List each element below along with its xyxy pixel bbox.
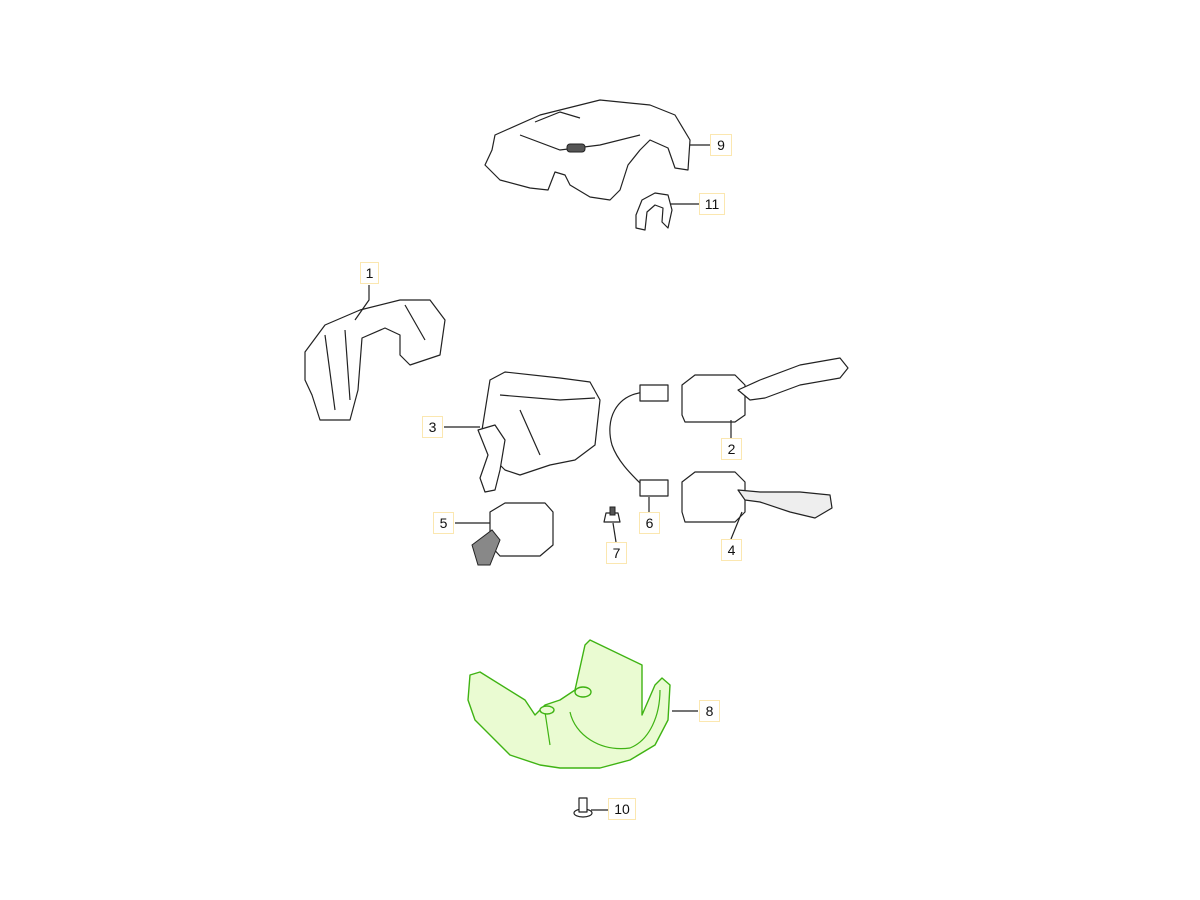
part-3-lock-housing[interactable] bbox=[477, 371, 601, 493]
callout-label-10[interactable]: 10 bbox=[608, 798, 636, 820]
part-7-screw[interactable] bbox=[603, 506, 621, 523]
callout-label-3[interactable]: 3 bbox=[422, 416, 443, 438]
part-5-switch[interactable] bbox=[471, 502, 554, 566]
callout-label-8[interactable]: 8 bbox=[699, 700, 720, 722]
part-4-stalk-switch[interactable] bbox=[681, 471, 833, 523]
callout-label-1[interactable]: 1 bbox=[360, 262, 379, 284]
part-11-trim[interactable] bbox=[635, 192, 673, 231]
part-2-stalk-switch[interactable] bbox=[681, 357, 849, 423]
part-10-screw[interactable] bbox=[573, 797, 593, 818]
callout-label-5[interactable]: 5 bbox=[433, 512, 454, 534]
callout-label-4[interactable]: 4 bbox=[721, 539, 742, 561]
callout-label-11[interactable]: 11 bbox=[699, 193, 725, 215]
callout-label-2[interactable]: 2 bbox=[721, 438, 742, 460]
leader-lines bbox=[354, 144, 743, 811]
part-9-upper-cover[interactable] bbox=[484, 99, 691, 201]
callout-label-7[interactable]: 7 bbox=[606, 542, 627, 564]
part-8-lower-cover[interactable] bbox=[467, 639, 671, 769]
part-1-frame[interactable] bbox=[304, 299, 446, 421]
callout-label-9[interactable]: 9 bbox=[710, 134, 732, 156]
part-6-cable[interactable] bbox=[609, 384, 669, 497]
callout-label-6[interactable]: 6 bbox=[639, 512, 660, 534]
